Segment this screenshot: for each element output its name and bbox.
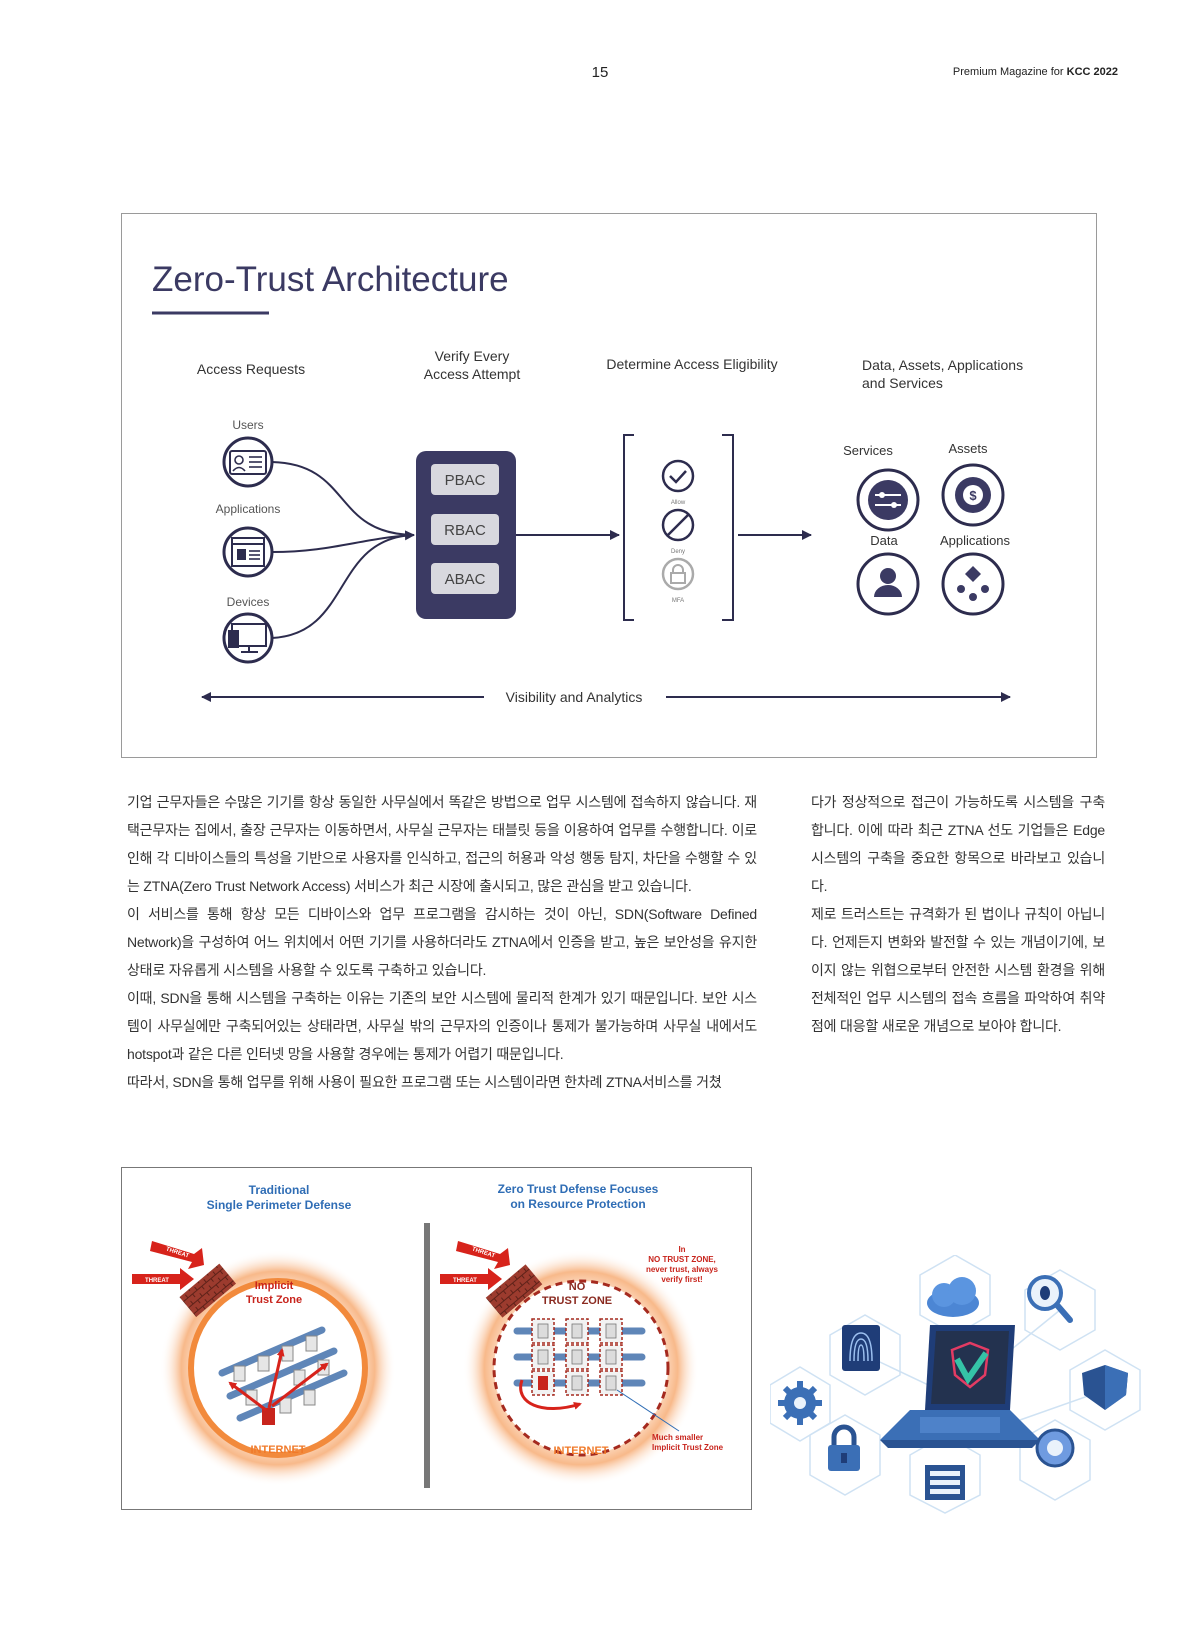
implicit-trust-line1: Implicit [255, 1280, 294, 1292]
request-flow-lines [271, 461, 415, 639]
cloud-icon [927, 1277, 979, 1317]
col-header-resources-line2: and Services [862, 375, 943, 391]
smaller-zone-line1: Much smaller [652, 1433, 703, 1442]
callout-line2: NO TRUST ZONE, [648, 1255, 716, 1264]
col-header-verify-line2: Access Attempt [424, 366, 521, 382]
assets-dollar-icon: $ [941, 463, 1005, 527]
resource-label-data: Data [870, 533, 898, 548]
decision-deny-label: Deny [671, 549, 685, 555]
laptop-icon [880, 1325, 1040, 1448]
defense-comparison-figure: Traditional Single Perimeter Defense Imp… [121, 1167, 752, 1510]
dial-lock-icon [1035, 1428, 1075, 1468]
internet-label-left: INTERNET [251, 1444, 306, 1456]
shield-icon [1082, 1365, 1128, 1410]
smaller-zone-line2: Implicit Trust Zone [652, 1443, 724, 1452]
decision-mfa-label: MFA [672, 598, 684, 604]
allow-check-icon [661, 459, 695, 493]
application-window-icon [222, 526, 274, 578]
decision-bracket-right [722, 434, 734, 621]
resource-label-assets: Assets [948, 441, 988, 456]
threat-label: THREAT [145, 1278, 169, 1284]
page-number: 15 [591, 64, 609, 81]
paragraph: 이때, SDN을 통해 시스템을 구축하는 이유는 기존의 보안 시스템에 물리… [127, 990, 757, 1062]
diagram-title: Zero-Trust Architecture [152, 260, 509, 299]
traditional-title-line1: Traditional [249, 1183, 310, 1197]
no-trust-line2: TRUST ZONE [542, 1295, 612, 1307]
paragraph: 다가 정상적으로 접근이 가능하도록 시스템을 구축합니다. 이에 따라 최근 … [811, 794, 1105, 894]
threat-label: THREAT [453, 1278, 477, 1284]
decision-bracket-left [623, 434, 634, 621]
col-header-access-requests: Access Requests [197, 361, 305, 377]
callout-line3: never trust, always [646, 1265, 719, 1274]
callout-line1: In [678, 1245, 685, 1254]
magazine-header-event: KCC 2022 [1066, 66, 1118, 78]
zero-trust-title-line1: Zero Trust Defense Focuses [498, 1182, 659, 1196]
data-person-icon [856, 552, 920, 616]
paragraph: 이 서비스를 통해 항상 모든 디바이스와 업무 프로그램을 감시하는 것이 아… [127, 906, 757, 978]
compromised-server [262, 1408, 275, 1425]
hexagon-network [770, 1255, 1141, 1514]
services-sliders-icon [856, 468, 920, 532]
col-header-resources-line1: Data, Assets, Applications [862, 357, 1023, 373]
defense-comparison-diagram: Traditional Single Perimeter Defense Imp… [132, 1182, 724, 1488]
source-label-devices: Devices [227, 595, 270, 609]
zt-servers [537, 1323, 617, 1391]
policy-pbac-label: PBAC [445, 472, 486, 489]
implicit-trust-line2: Trust Zone [246, 1294, 302, 1306]
lateral-threat-arrows [228, 1348, 329, 1412]
no-trust-line1: NO [569, 1281, 586, 1293]
security-illustration-svg [770, 1255, 1141, 1514]
zt-blocked-threat-arrow [519, 1379, 582, 1410]
paragraph: 따라서, SDN을 통해 업무를 위해 사용이 필요한 프로그램 또는 시스템이… [127, 1074, 722, 1090]
callout-pointer [616, 1389, 680, 1432]
user-id-card-icon [222, 436, 274, 488]
internet-label-right: INTERNET [554, 1445, 609, 1457]
policy-rbac [431, 514, 499, 545]
threat-arrow-top-left: THREAT [150, 1241, 204, 1269]
firewall-right [485, 1264, 543, 1318]
resource-label-applications: Applications [940, 533, 1011, 548]
threat-arrow-mid-left: THREAT [132, 1268, 194, 1290]
magazine-header-prefix: Premium Magazine for [952, 66, 1067, 78]
decision-allow-label: Allow [671, 500, 686, 506]
applications-diamond-icon [941, 552, 1005, 616]
fingerprint-icon [842, 1325, 880, 1371]
devices-monitor-icon [222, 612, 274, 664]
panel-divider [424, 1223, 430, 1488]
firewall-left [179, 1263, 237, 1318]
traditional-title-line2: Single Perimeter Defense [207, 1198, 352, 1212]
policy-abac-label: ABAC [445, 571, 486, 588]
policy-abac [431, 563, 499, 594]
paragraph: 기업 근무자들은 수많은 기기를 항상 동일한 사무실에서 똑같은 방법으로 업… [127, 794, 757, 894]
zt-threat-arrow-top: THREAT [456, 1241, 510, 1269]
source-label-applications: Applications [216, 502, 281, 516]
source-label-users: Users [232, 418, 263, 432]
bug-magnifier-icon [1027, 1275, 1073, 1323]
gear-icon [778, 1381, 822, 1425]
visibility-analytics-label: Visibility and Analytics [506, 689, 643, 705]
policy-rbac-label: RBAC [444, 522, 486, 539]
paragraph: 제로 트러스트는 규격화가 된 법이나 규칙이 아닙니다. 언제든지 변화와 발… [811, 906, 1105, 1034]
policy-pbac [431, 464, 499, 495]
mfa-lock-icon [661, 557, 695, 591]
padlock-icon [828, 1424, 860, 1471]
col-header-verify-line1: Verify Every [435, 348, 510, 364]
server-icon [925, 1465, 965, 1500]
body-text-left-column: 기업 근무자들은 수많은 기기를 항상 동일한 사무실에서 똑같은 방법으로 업… [127, 788, 757, 1096]
magazine-header: Premium Magazine for KCC 2022 [953, 66, 1118, 78]
zero-trust-title-line2: on Resource Protection [510, 1197, 645, 1211]
body-text-right-column: 다가 정상적으로 접근이 가능하도록 시스템을 구축합니다. 이에 따라 최근 … [811, 788, 1105, 1040]
zero-trust-architecture-diagram: Zero-Trust Architecture Access Requests … [152, 260, 1023, 705]
deny-icon [661, 508, 695, 542]
zt-compromised-server [538, 1376, 548, 1390]
col-header-eligibility: Determine Access Eligibility [606, 356, 777, 372]
security-illustration [770, 1255, 1160, 1515]
svg-text:$: $ [969, 488, 977, 503]
zero-trust-architecture-figure: Zero-Trust Architecture Access Requests … [121, 213, 1097, 758]
callout-line4: verify first! [661, 1275, 702, 1284]
resource-label-services: Services [843, 443, 893, 458]
zt-threat-arrow-mid: THREAT [440, 1268, 502, 1290]
